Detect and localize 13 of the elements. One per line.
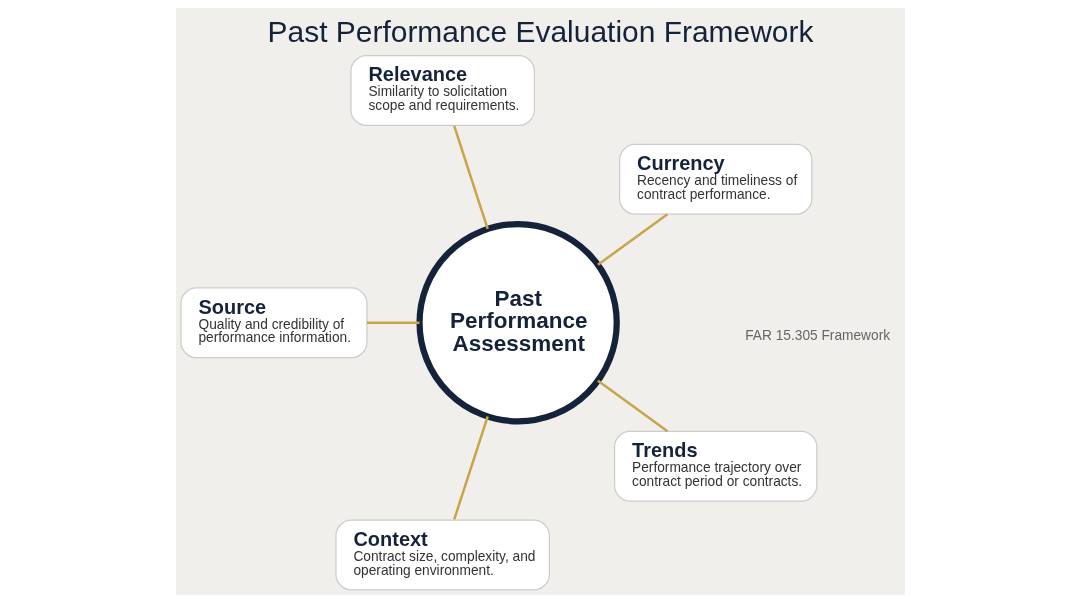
connector bbox=[452, 416, 489, 520]
node-box: Relevance Similarity to solicitation scope and requirements. bbox=[349, 54, 535, 127]
connector bbox=[596, 213, 668, 266]
connector bbox=[596, 379, 668, 433]
node-box: Currency Recency and timeliness of contract performance. bbox=[618, 143, 812, 215]
node-box: Source Quality and credibility of performance information. bbox=[179, 287, 368, 359]
node-circle: Past Performance Assessment bbox=[415, 221, 620, 425]
node-box: Trends Performance trajectory over contract period or contracts. bbox=[613, 430, 817, 502]
node-box: Context Contract size, complexity, and operating environment. bbox=[334, 519, 550, 591]
diagram-title: Past Performance Evaluation Framework bbox=[267, 15, 813, 49]
connector bbox=[452, 125, 489, 230]
connector bbox=[366, 321, 420, 324]
label: FAR 15.305 Framework bbox=[744, 327, 890, 343]
